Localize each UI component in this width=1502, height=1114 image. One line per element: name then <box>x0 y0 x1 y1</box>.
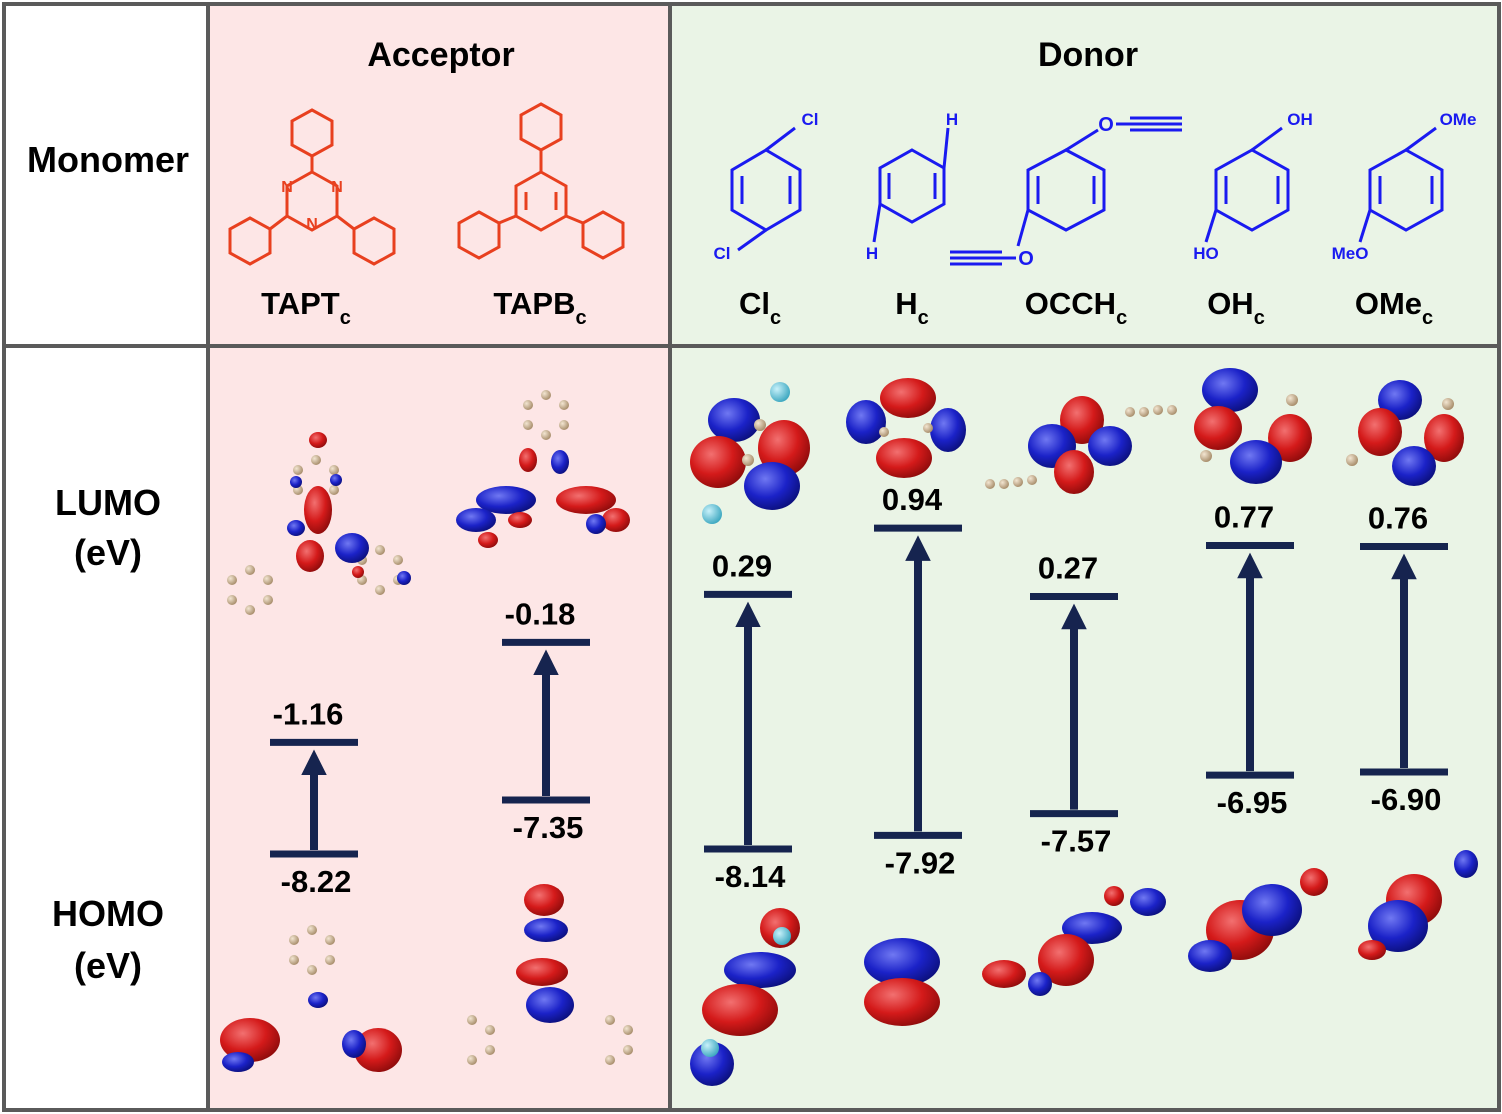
cl-structure <box>730 126 802 252</box>
oh-homo-value: -6.95 <box>1217 785 1288 820</box>
cl-lumo-orbital <box>690 382 810 524</box>
cl-top-atom-label: Cl <box>802 110 819 129</box>
ome-name: OMec <box>1355 286 1433 329</box>
occh-name: OCCHc <box>1025 286 1127 329</box>
donor-title: Donor <box>1038 36 1138 74</box>
oh-structure <box>1204 126 1290 243</box>
acceptor-title: Acceptor <box>367 36 514 74</box>
occh-bottom-atom-label: O <box>1018 248 1034 270</box>
h-bottom-atom-label: H <box>866 244 878 263</box>
h-top-atom-label: H <box>946 110 958 129</box>
cl-bottom-atom-label: Cl <box>714 244 731 263</box>
tapb-name: TAPBc <box>493 286 586 329</box>
tapb-homo-value: -7.35 <box>513 810 584 845</box>
tapt-lumo-value: -1.16 <box>273 696 344 731</box>
cl-name: Clc <box>739 286 781 329</box>
cl-homo-value: -8.14 <box>715 859 786 894</box>
ome-bottom-atom-label: MeO <box>1332 244 1369 263</box>
cl-lumo-value: 0.29 <box>712 548 772 583</box>
tapt-lumo-orbital <box>227 432 411 615</box>
tapt-nitrogen-label: N <box>306 216 318 233</box>
ome-top-atom-label: OMe <box>1440 110 1477 129</box>
tapt-homo-orbital <box>220 925 402 1072</box>
tapb-homo-orbital <box>467 884 633 1065</box>
homo-unit-label: (eV) <box>74 945 142 986</box>
occh-lumo-value: 0.27 <box>1038 550 1098 585</box>
tapb-structure <box>457 102 625 260</box>
tapt-homo-value: -8.22 <box>281 864 352 899</box>
ome-lumo-value: 0.76 <box>1368 500 1428 535</box>
oh-bottom-atom-label: HO <box>1193 244 1219 263</box>
h-lumo-orbital <box>846 378 966 478</box>
tapt-nitrogen-label: N <box>281 179 293 196</box>
homo-row-label: HOMO <box>52 893 164 934</box>
acceptor-panel-background <box>208 4 670 1110</box>
aromatic-bond-marks <box>740 173 1434 204</box>
occh-lumo-orbital <box>985 396 1177 494</box>
occh-homo-value: -7.57 <box>1041 824 1112 859</box>
h-homo-orbital <box>864 938 940 1026</box>
ome-homo-orbital <box>1358 850 1478 960</box>
tapt-structure <box>228 108 396 266</box>
h-lumo-value: 0.94 <box>882 482 943 517</box>
tapt-name: TAPTc <box>261 286 351 329</box>
oh-lumo-orbital <box>1194 368 1312 484</box>
occh-top-atom-label: O <box>1098 114 1114 136</box>
oh-top-atom-label: OH <box>1287 110 1313 129</box>
oh-homo-orbital <box>1188 868 1328 972</box>
monomer-row-label: Monomer <box>27 139 189 180</box>
ome-lumo-orbital <box>1346 380 1464 486</box>
cl-homo-orbital <box>690 908 800 1086</box>
occh-homo-orbital <box>982 886 1166 996</box>
ome-homo-value: -6.90 <box>1371 782 1442 817</box>
h-name: Hc <box>895 286 929 329</box>
acceptor-bond-marks <box>524 192 558 210</box>
occh-structure <box>950 116 1182 266</box>
oh-name: OHc <box>1207 286 1265 329</box>
lumo-unit-label: (eV) <box>74 532 142 573</box>
h-homo-value: -7.92 <box>885 845 956 880</box>
oh-lumo-value: 0.77 <box>1214 499 1274 534</box>
energy-levels: -1.16 -8.22 -0.18 -7.35 0.29 -8.14 0.94 -7.92 0.… <box>270 482 1448 899</box>
lumo-row-label: LUMO <box>55 482 161 523</box>
tapb-lumo-value: -0.18 <box>505 596 576 631</box>
ome-structure <box>1358 126 1444 243</box>
tapb-lumo-orbital <box>456 390 630 548</box>
tapt-nitrogen-label: N <box>331 179 343 196</box>
h-structure <box>872 127 950 243</box>
